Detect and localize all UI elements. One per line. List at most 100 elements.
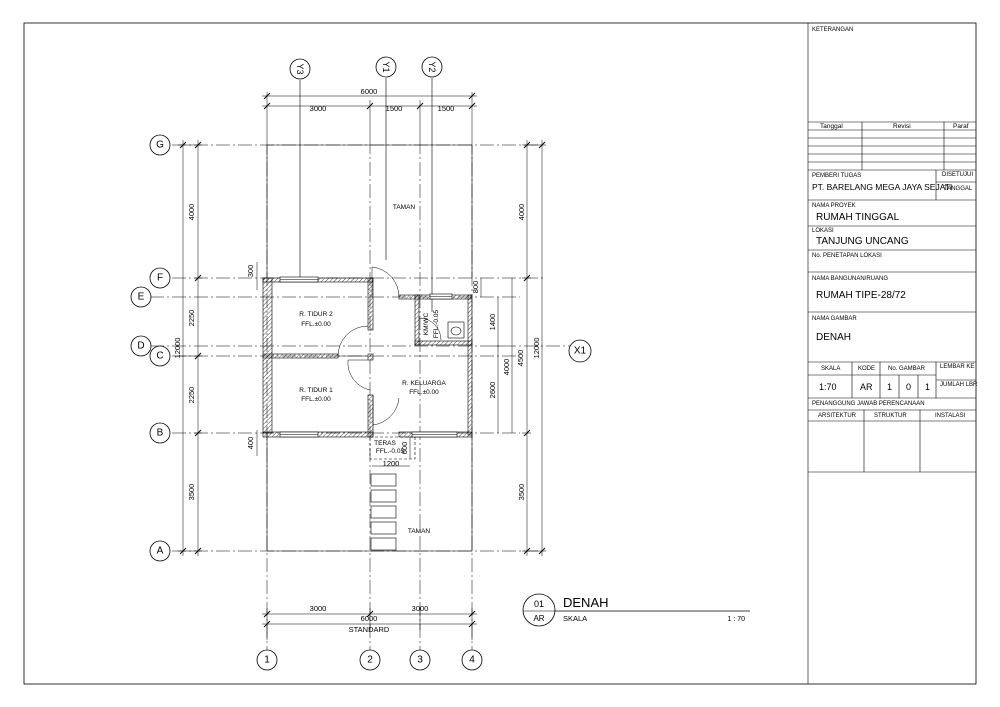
pemberi-tugas-label: PEMBERI TUGAS	[812, 173, 862, 179]
dim-left-3500: 3500	[187, 484, 196, 501]
no-gambar-digit-3: 1	[925, 382, 931, 392]
jumlah-label: JUMLAH LBR	[940, 382, 978, 388]
grid-bubble-b	[149, 422, 171, 444]
drawing-scale-caption: SKALA	[563, 614, 587, 623]
room-taman-top: TAMAN	[393, 204, 416, 211]
dim-right-4000b: 4000	[502, 359, 511, 376]
room-teras-ffl: FFL.-0.05	[376, 448, 405, 455]
dim-left-12000: 12000	[173, 338, 182, 359]
no-gambar-digit-1: 1	[887, 382, 893, 392]
grid-label-d: D	[137, 341, 144, 352]
dim-bottom-3000b: 3000	[412, 604, 429, 613]
dim-bottom-total: 6000	[361, 614, 378, 623]
top-grid-bubbles: Y3 Y1 Y2	[289, 56, 443, 80]
grid-label-1: 1	[264, 655, 270, 666]
teras-steps	[369, 436, 416, 551]
grid-label-y3: Y3	[295, 63, 305, 74]
dim-left-400: 400	[246, 437, 255, 450]
grid-bubble-3	[409, 649, 431, 671]
nama-proyek-value: RUMAH TINGGAL	[816, 212, 900, 223]
dim-teras-1200: 1200	[383, 459, 400, 468]
dim-top-total: 6000	[361, 87, 378, 96]
room-tidur-1-ffl: FFL.±0.00	[301, 396, 331, 403]
title-block-lines	[807, 23, 976, 684]
room-tidur-2-ffl: FFL.±0.00	[301, 321, 331, 328]
room-tidur-1: R. TIDUR 1	[299, 387, 333, 394]
penetapan-label: No. PENETAPAN LOKASI	[812, 253, 882, 259]
no-gambar-digit-2: 0	[906, 382, 912, 392]
dim-right-12000: 12000	[532, 338, 541, 359]
gambar-label: NAMA GAMBAR	[812, 316, 857, 322]
room-keluarga: R. KELUARGA	[402, 380, 446, 387]
dimension-lines	[178, 92, 546, 640]
doors	[337, 266, 442, 426]
grid-bubble-d	[130, 335, 152, 357]
room-taman-bottom: TAMAN	[408, 528, 431, 535]
dim-bottom-3000a: 3000	[310, 604, 327, 613]
dimension-ticks	[179, 92, 546, 628]
site-outline	[266, 144, 473, 552]
dim-left-2250b: 2250	[187, 387, 196, 404]
dim-right-1400: 1400	[488, 314, 497, 331]
grid-bubble-x1	[568, 339, 592, 363]
room-labels: TAMAN R. TIDUR 2 FFL.±0.00 R. TIDUR 1 FF…	[299, 204, 446, 535]
grid-bubble-g	[149, 134, 171, 156]
disetujui-label: DISETUJUI	[942, 172, 974, 178]
grid-bubble-2	[359, 649, 381, 671]
dim-bottom-caption: STANDARD	[349, 625, 390, 634]
bottom-grid-bubbles: 1 2 3 4	[256, 649, 483, 671]
skala-label: SKALA	[821, 366, 841, 372]
sheet-border	[23, 22, 977, 685]
grid-bubble-y1	[375, 56, 397, 78]
grid-bubble-y2	[421, 56, 443, 78]
pemberi-tugas-value: PT. BARELANG MEGA JAYA SEJATI	[812, 182, 953, 192]
room-tidur-2: R. TIDUR 2	[299, 311, 333, 318]
grid-label-a: A	[157, 546, 164, 557]
top-grid-leaders	[299, 78, 433, 312]
tanggal-label: TANGGAL	[944, 186, 973, 192]
discipline-instalasi: INSTALASI	[935, 413, 966, 419]
walls	[262, 277, 473, 438]
rev-header-tanggal: Tanggal	[820, 123, 843, 130]
grid-label-y1: Y1	[381, 61, 391, 72]
drawing-code: AR	[533, 614, 544, 623]
lembar-label: LEMBAR KE	[940, 364, 975, 370]
no-gambar-label: No. GAMBAR	[888, 366, 926, 372]
drawing-title: DENAH	[563, 595, 609, 610]
dim-right-2600: 2600	[488, 382, 497, 399]
room-kmwc-ffl: FFL.-0.05	[433, 310, 440, 339]
gambar-value: DENAH	[816, 332, 852, 343]
grid-bubble-1	[256, 649, 278, 671]
grid-label-g: G	[156, 140, 164, 151]
skala-value: 1:70	[819, 382, 837, 392]
drawing-number: 01	[534, 599, 544, 609]
lokasi-value: TANJUNG UNCANG	[816, 236, 909, 247]
keterangan-label: KETERANGAN	[812, 27, 854, 33]
dim-top-1500a: 1500	[386, 104, 403, 113]
grid-lines	[150, 140, 580, 650]
dim-left-2250a: 2250	[187, 310, 196, 327]
penanggung-label: PENANGGUNG JAWAB PERENCANAAN	[812, 401, 925, 407]
windows	[279, 276, 458, 438]
grid-bubble-c	[149, 345, 171, 367]
grid-label-b: B	[157, 428, 164, 439]
room-teras: TERAS	[374, 440, 396, 447]
kode-value: AR	[860, 382, 873, 392]
grid-bubble-y3	[289, 58, 311, 80]
discipline-struktur: STRUKTUR	[874, 413, 907, 419]
rev-header-revisi: Revisi	[893, 123, 911, 130]
grid-bubble-4	[461, 649, 483, 671]
toilet-fixture	[447, 321, 465, 339]
dim-left-4000: 4000	[187, 204, 196, 221]
dim-left-300: 300	[246, 265, 255, 278]
dim-top-3000: 3000	[310, 104, 327, 113]
grid-bubble-f	[149, 267, 171, 289]
room-kmwc: KM/WC	[423, 313, 430, 336]
left-grid-bubbles: G F E D C B A	[130, 134, 171, 562]
grid-bubble-e	[130, 286, 152, 308]
drawing-scale: 1 : 70	[727, 616, 745, 623]
grid-label-3: 3	[417, 655, 423, 666]
grid-label-x1: X1	[574, 346, 587, 357]
bangunan-label: NAMA BANGUNAN/RUANG	[812, 276, 889, 282]
